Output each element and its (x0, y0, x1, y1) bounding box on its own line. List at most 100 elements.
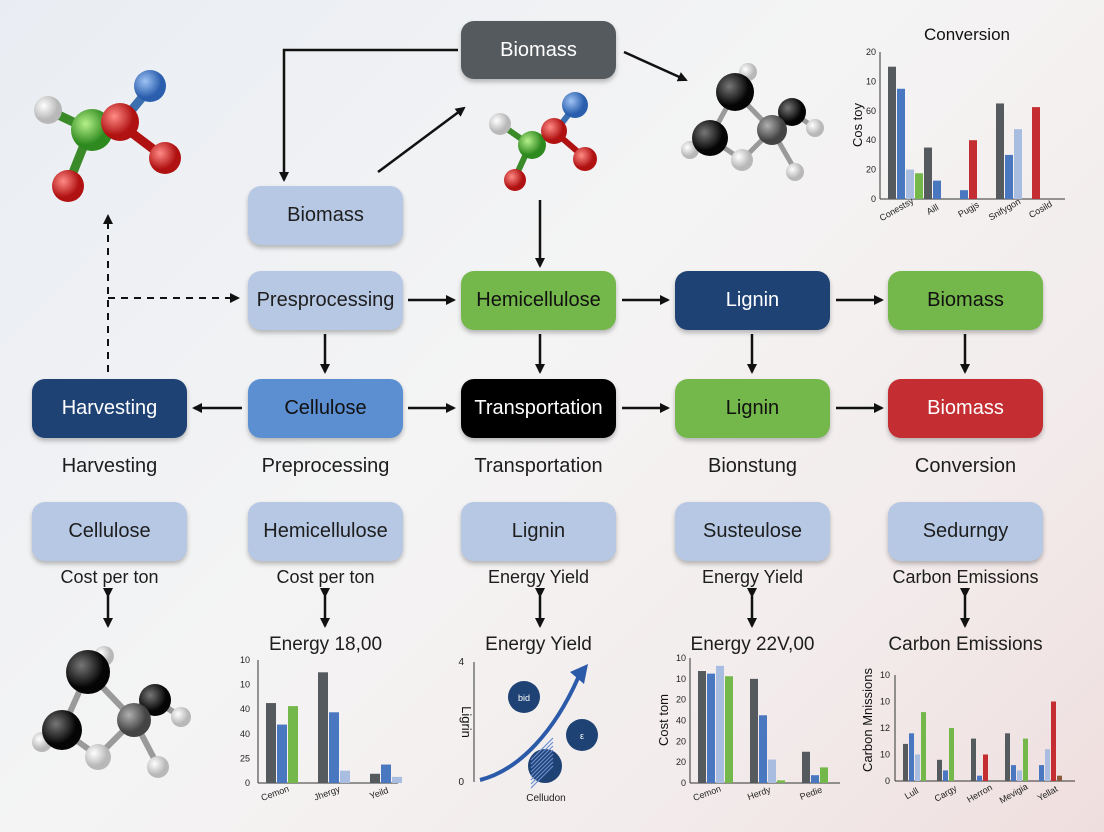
chart-bar (707, 673, 715, 783)
metric-label-4: Energy Yield (701, 567, 804, 587)
chart-category-label: Cemon (692, 784, 723, 803)
chart-bar (725, 676, 733, 783)
chart-bar (888, 66, 896, 199)
chart-category-label: Jhergy (313, 784, 342, 803)
chart-bar (370, 773, 380, 783)
chart-bar (1023, 738, 1028, 781)
chart-bubble-hatch (530, 753, 554, 777)
chart-bar (1017, 770, 1022, 781)
chart-tick-label: 10 (240, 680, 250, 690)
chart-tick-label: 25 (240, 753, 250, 763)
chart-bar (921, 712, 926, 781)
chart-category-label: Yeild (368, 785, 389, 801)
chart-bar (768, 759, 776, 783)
chart-bar (937, 759, 942, 781)
arrow-biomass-to-molecule (377, 106, 466, 174)
node-presprocessing: Presprocessing (248, 271, 403, 330)
chart-tick-label: 0 (245, 778, 250, 788)
chart-category-label: Yellat (1036, 783, 1060, 803)
node-biomass-top: Biomass (461, 21, 616, 79)
chart-bar (969, 140, 977, 199)
chart-bar (933, 180, 941, 199)
metric-label-2: Cost per ton (276, 567, 375, 587)
chart-bar (977, 775, 982, 781)
chart-bar (1014, 129, 1022, 199)
chart-tick-label: 10 (676, 653, 686, 663)
node-biomass-row3: Biomass (888, 379, 1043, 438)
chart-tick-label: 20 (866, 165, 876, 175)
chart-bar (1005, 154, 1013, 199)
node-transportation: Transportation (461, 379, 616, 438)
node-cellulose: Cellulose (248, 379, 403, 438)
chart-bar (759, 715, 767, 783)
chart-bar (811, 775, 819, 783)
chart-tick-label: 40 (240, 729, 250, 739)
molecule-icon-top-left (34, 70, 181, 202)
chart-bar (971, 738, 976, 781)
chart-bar (903, 743, 908, 781)
chart-bubble-hatch (530, 741, 554, 765)
chart-tick-label: 60 (866, 106, 876, 116)
chart-tick-label: 20 (676, 757, 686, 767)
chart-bar (996, 103, 1004, 199)
chart-trend-line (479, 677, 580, 782)
stage-label-bionstung: Bionstung (708, 455, 797, 477)
chart-bubble-label: bid (518, 693, 530, 703)
stage-label-conversion: Conversion (914, 455, 1017, 477)
metric-label-3: Energy Yield (487, 567, 590, 587)
node-hemicellulose-row4: Hemicellulose (248, 502, 403, 561)
metric-label-1: Cost per ton (60, 567, 159, 587)
chart-bar (750, 678, 758, 783)
chart-bubble-hatch (530, 737, 554, 761)
chart-bubble-label: ε (580, 731, 584, 741)
chart-bar (949, 728, 954, 781)
chart-y-label: Carbon Mnissions (860, 667, 875, 772)
chart-tick-label: 20 (676, 736, 686, 746)
chart-bar (288, 706, 298, 783)
chart-bar (1045, 749, 1050, 781)
chart-tick-label: 10 (866, 76, 876, 86)
chart-bar (915, 754, 920, 781)
chart-title-energy-1800: Energy 18,00 (268, 634, 383, 655)
chart-bubble-hatch (530, 765, 554, 789)
chart-tick-label: 4 (458, 657, 464, 668)
chart-bar (392, 776, 402, 783)
chart-bar (1032, 107, 1040, 199)
chart-category-label: Cargy (933, 783, 959, 804)
chart-bar (777, 780, 785, 783)
chart-tick-label: 0 (681, 778, 686, 788)
chart-bubble-hatch (530, 749, 554, 773)
chart-bubble-hatch (530, 761, 554, 785)
chart-y-label: Cost tom (656, 694, 671, 746)
chart-tick-label: 40 (240, 704, 250, 714)
chart-category-label: Pugjs (956, 199, 981, 219)
arrow-top-to-biomass (279, 48, 458, 182)
chart-bubble (566, 719, 598, 751)
node-harvesting: Harvesting (32, 379, 187, 438)
chart-tick-label: 12 (880, 723, 890, 733)
chart-title-energy-yield: Energy Yield (485, 634, 592, 655)
chart-category-label: Conestsy (878, 195, 916, 223)
stage-label-preprocessing: Preprocessing (261, 455, 390, 477)
chart-title-energy-2200: Energy 22V,00 (690, 634, 815, 655)
arrow-top-to-molecule-right (623, 50, 688, 82)
chart-bar (983, 754, 988, 781)
node-susteulose-row4: Susteulose (675, 502, 830, 561)
chart-bar (698, 671, 706, 783)
chart-title-carbon-emissions: Carbon Emissions (888, 634, 1043, 655)
chart-category-label: Cemon (260, 784, 291, 803)
chart-category-label: Herron (965, 782, 994, 804)
chart-bar (277, 724, 287, 783)
molecule-icon-bottom-left (32, 646, 191, 778)
chart-bar (266, 703, 276, 783)
stage-label-harvesting: Harvesting (61, 455, 158, 477)
chart-bar (943, 770, 948, 781)
chart-bar (381, 764, 391, 783)
